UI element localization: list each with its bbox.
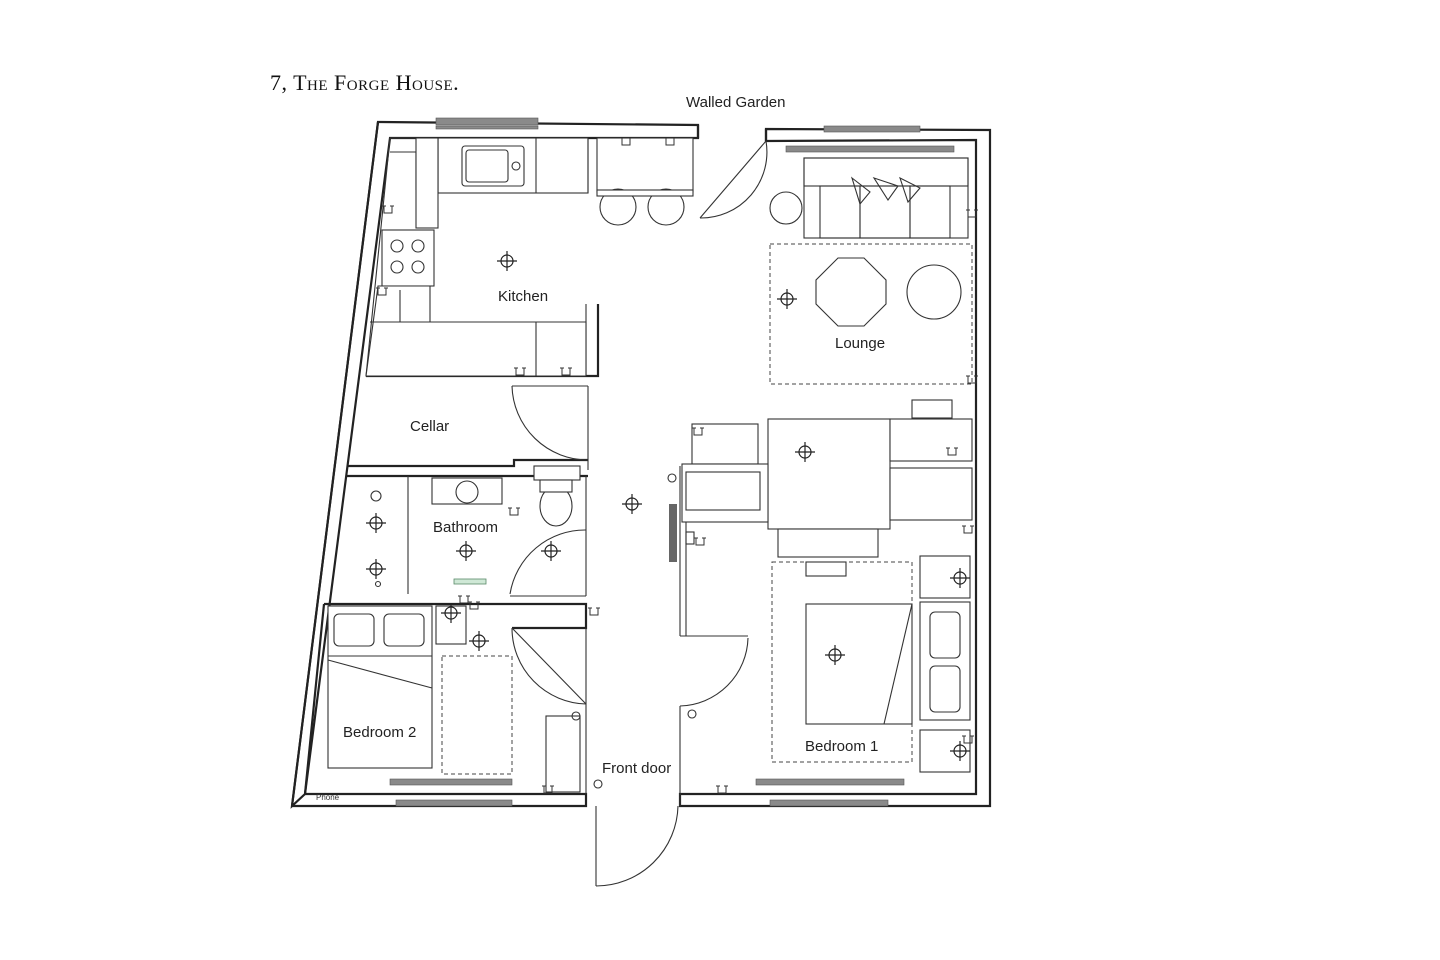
label-cellar: Cellar: [410, 418, 449, 435]
lounge-room: [769, 157, 979, 385]
front-door[interactable]: [593, 779, 679, 887]
label-kitchen: Kitchen: [498, 288, 548, 305]
bedroom-1-room: [679, 399, 975, 806]
bedroom-2-room: [303, 601, 601, 795]
label-bathroom: Bathroom: [433, 519, 498, 536]
plan-title: 7, The Forge House.: [270, 70, 460, 95]
label-bedroom-2: Bedroom 2: [343, 724, 416, 741]
label-bedroom-1: Bedroom 1: [805, 738, 878, 755]
garden-door[interactable]: [699, 140, 768, 219]
label-walled-garden: Walled Garden: [686, 94, 786, 111]
kitchen-room: [365, 137, 694, 378]
label-lounge: Lounge: [835, 335, 885, 352]
bathroom-room: [346, 465, 588, 604]
hall: [324, 473, 707, 630]
cellar-room: [348, 385, 589, 470]
label-front-door: Front door: [602, 760, 671, 777]
label-phone: Phone: [316, 793, 340, 802]
windows: [389, 117, 955, 807]
